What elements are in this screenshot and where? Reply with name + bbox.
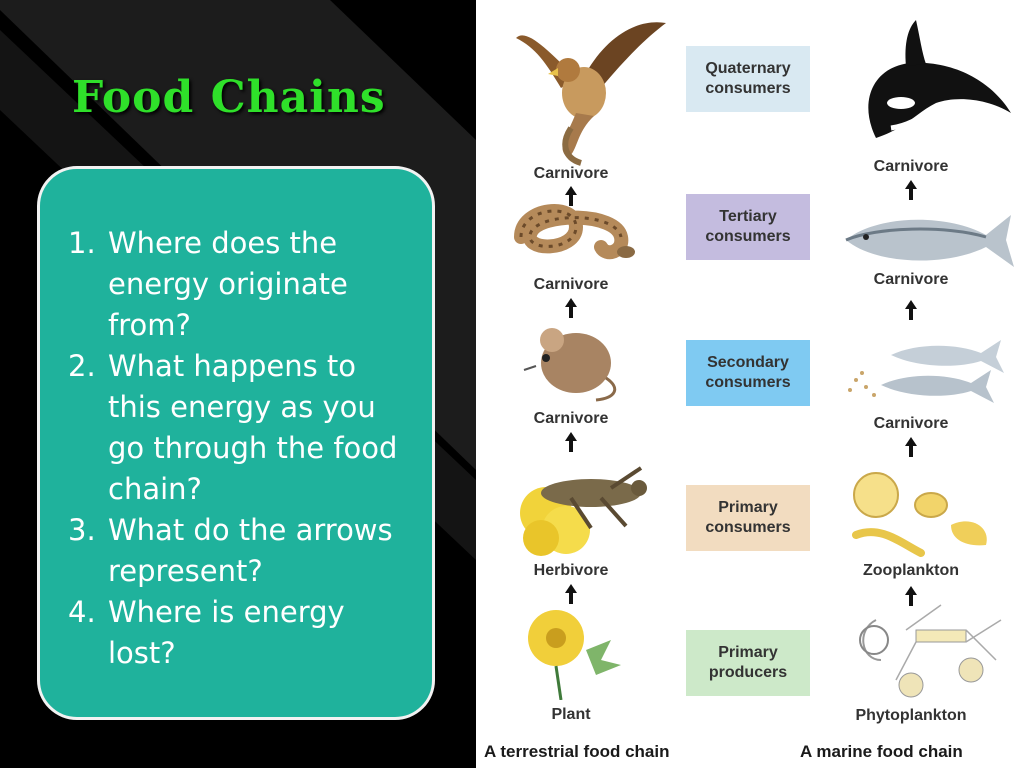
question-number: 3. (68, 513, 96, 547)
question-item: 2. What happens to this energy as you go… (68, 346, 418, 510)
up-arrow-icon (905, 437, 917, 457)
trophic-label-line: consumers (705, 80, 791, 97)
terrestrial-label: Herbivore (533, 562, 609, 579)
phytoplankton-icon (859, 604, 1002, 698)
tuna-icon (845, 215, 1014, 267)
question-item: 4. Where is energy lost? (68, 592, 418, 674)
trophic-label-line: consumers (705, 228, 791, 245)
terrestrial-label: Carnivore (533, 410, 609, 427)
question-number: 4. (68, 595, 96, 629)
terrestrial-label: Plant (551, 706, 591, 723)
trophic-label-line: Primary (718, 499, 778, 516)
up-arrow-icon (905, 586, 917, 606)
marine-label: Carnivore (873, 271, 949, 288)
question-item: 1. Where does the energy originate from? (68, 223, 418, 346)
marine-label: Zooplankton (863, 562, 959, 579)
question-text: What happens to this energy as you go th… (108, 349, 398, 506)
question-item: 3. What do the arrows represent? (68, 510, 418, 592)
terrestrial-label: Carnivore (533, 165, 609, 182)
up-arrow-icon (565, 432, 577, 452)
trophic-label-line: Primary (718, 644, 778, 661)
trophic-label-line: consumers (705, 374, 791, 391)
trophic-level-tertiary: Tertiary consumers (686, 194, 810, 260)
trophic-label-line: consumers (705, 519, 791, 536)
question-number: 1. (68, 226, 96, 260)
marine-label: Phytoplankton (855, 707, 967, 724)
food-chain-diagram: Carnivore Carnivore Carnivore Herbivore … (476, 0, 1024, 768)
trophic-level-secondary: Secondary consumers (686, 340, 810, 406)
trophic-label-line: producers (708, 664, 788, 681)
zooplankton-icon (852, 472, 987, 557)
flower-icon (528, 610, 621, 700)
trophic-level-primary-consumers: Primary consumers (686, 485, 810, 551)
grasshopper-icon (520, 466, 647, 556)
fish-icon (848, 340, 1004, 403)
questions-list: 1. Where does the energy originate from?… (68, 223, 418, 674)
mouse-icon (523, 328, 617, 402)
trophic-label-line: Tertiary (719, 208, 777, 225)
slide-title: Food Chains (72, 72, 386, 123)
marine-caption: A marine food chain (800, 742, 963, 761)
question-text: What do the arrows represent? (108, 513, 393, 588)
trophic-level-primary-producers: Primary producers (686, 630, 810, 696)
trophic-level-quaternary: Quaternary consumers (686, 46, 810, 112)
terrestrial-caption: A terrestrial food chain (484, 742, 670, 761)
hawk-icon (516, 22, 666, 166)
up-arrow-icon (565, 186, 577, 206)
up-arrow-icon (905, 180, 917, 200)
snake-icon (514, 204, 635, 260)
trophic-label-line: Quaternary (705, 60, 791, 77)
up-arrow-icon (565, 584, 577, 604)
question-text: Where does the energy originate from? (108, 226, 348, 342)
terrestrial-label: Carnivore (533, 276, 609, 293)
marine-label: Carnivore (873, 158, 949, 175)
up-arrow-icon (565, 298, 577, 318)
question-number: 2. (68, 349, 96, 383)
trophic-label-line: Secondary (707, 354, 789, 371)
questions-box: 1. Where does the energy originate from?… (37, 166, 435, 720)
question-text: Where is energy lost? (108, 595, 345, 670)
up-arrow-icon (905, 300, 917, 320)
marine-label: Carnivore (873, 415, 949, 432)
orca-icon (868, 20, 1011, 138)
